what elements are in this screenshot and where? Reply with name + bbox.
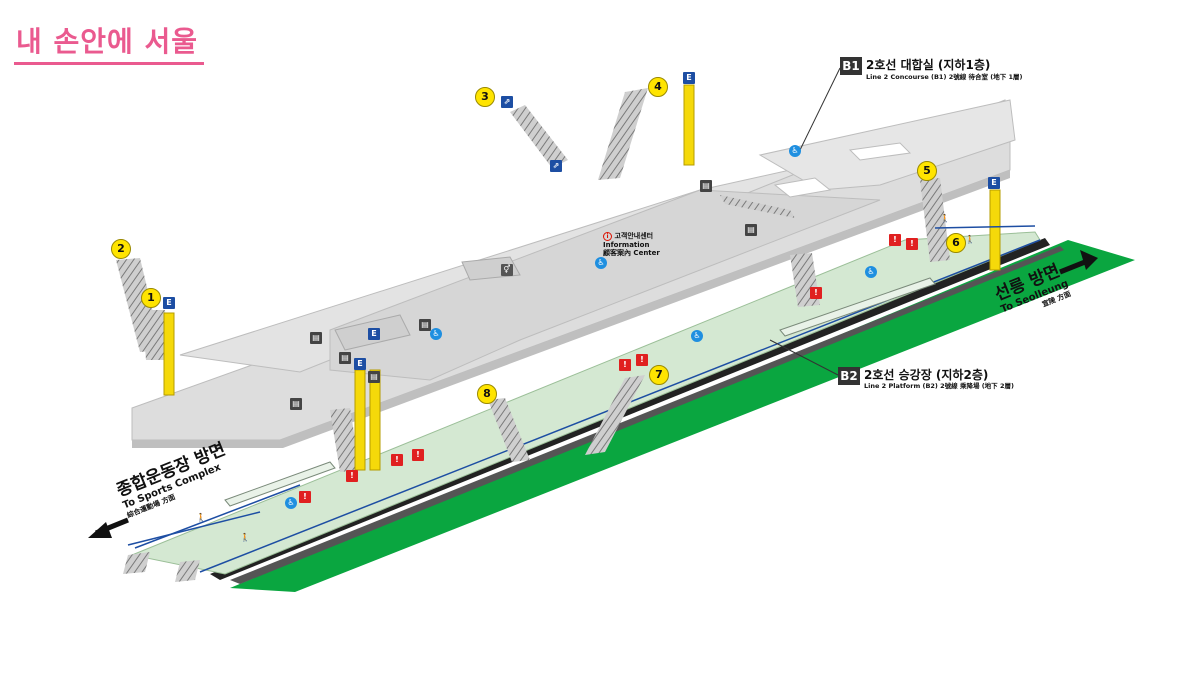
exit-3-marker: 3 [475,87,495,107]
ticket-gate-icon: ▤ [368,371,380,383]
exit-8-marker: 8 [477,384,497,404]
restroom-icon: ⚥ [501,264,513,276]
stairs-left-end-2 [175,560,200,582]
emergency-equipment-icon: ! [619,359,631,371]
accessibility-icon: ♿ [285,497,297,509]
emergency-equipment-icon: ! [636,354,648,366]
stairs-center [720,195,795,218]
exit-6-marker: 6 [946,233,966,253]
ticket-gate-icon: ▤ [700,180,712,192]
walking-person-icon: 🚶 [940,214,950,223]
info-center-label: i 고객안내센터 Information 顧客案內 Center [603,232,660,257]
elevator-icon: E [354,358,366,370]
info-icon: i [603,232,612,241]
ticket-gate-icon: ▤ [310,332,322,344]
elevator-shaft-center-2 [369,369,381,471]
right-direction-arrow [1059,250,1098,275]
stairs-exit-3 [510,105,568,168]
concourse-void [773,177,832,198]
b2-level-title: 2호선 승강장 (지하2층) [864,368,989,382]
accessibility-icon: ♿ [691,330,703,342]
elevator-icon: E [988,177,1000,189]
emergency-equipment-icon: ! [889,234,901,246]
stairs-platform-1 [330,408,360,472]
platform-edge-2 [134,484,301,549]
emergency-equipment-icon: ! [906,238,918,250]
stairs-exit-1 [142,310,168,360]
exit-5-marker: 5 [917,161,937,181]
elevator-shaft-1 [163,312,175,396]
walking-person-icon: 🚶 [196,513,206,522]
accessibility-icon: ♿ [430,328,442,340]
exit-2-marker: 2 [111,239,131,259]
concourse-void-2 [848,142,912,161]
elevator-icon: E [368,328,380,340]
elevator-shaft-4 [683,84,695,166]
guide-line-left [127,511,261,546]
elevator-shaft-center [354,369,366,471]
app-logo: 내 손안에 서울 [14,20,205,65]
stairs-exit-8 [488,398,530,462]
rail-track-2 [230,246,1064,584]
accessibility-icon: ♿ [789,145,801,157]
walking-person-icon: 🚶 [965,235,975,244]
ticket-gate-icon: ▤ [339,352,351,364]
stairs-exit-5 [920,178,950,262]
train [779,277,936,337]
elevator-icon: E [683,72,695,84]
b2-level-badge: B2 [838,367,860,385]
info-center-hanja: 顧客案內 Center [603,249,660,257]
exit-4-marker: 4 [648,77,668,97]
ticket-gate-icon: ▤ [419,319,431,331]
escalator-icon: ⇗ [550,160,562,172]
exit-7-marker: 7 [649,365,669,385]
info-center-korean: 고객안내센터 [614,232,654,240]
track-bed [230,240,1135,592]
emergency-equipment-icon: ! [810,287,822,299]
walking-person-icon: 🚶 [240,533,250,542]
ticket-gate-icon: ▤ [745,224,757,236]
emergency-equipment-icon: ! [412,449,424,461]
stairs-left-end [123,552,150,574]
b1-leader [799,67,841,151]
b1-level-title: 2호선 대합실 (지하1층) [866,58,991,72]
info-center-english: Information [603,241,650,249]
emergency-equipment-icon: ! [346,470,358,482]
accessibility-icon: ♿ [865,266,877,278]
platform-floor [130,231,1041,575]
stairs-exit-7 [585,375,645,455]
elevator-icon: E [163,297,175,309]
escalator-icon: ⇗ [501,96,513,108]
emergency-equipment-icon: ! [299,491,311,503]
b2-level-subtitle: Line 2 Platform (B2) 2號線 乘降場 (地下 2層) [864,382,1014,390]
accessibility-icon: ♿ [595,257,607,269]
train-2 [224,461,336,507]
left-direction-arrow [88,517,129,538]
stairs-exit-4 [598,88,648,180]
b1-level-badge: B1 [840,57,862,75]
b2-leader [769,339,839,376]
b1-level-subtitle: Line 2 Concourse (B1) 2號線 待合室 (地下 1層) [866,73,1023,81]
elevator-shaft-6 [989,189,1001,271]
ticket-gate-icon: ▤ [290,398,302,410]
guide-line-right [934,225,1036,229]
emergency-equipment-icon: ! [391,454,403,466]
exit-1-marker: 1 [141,288,161,308]
